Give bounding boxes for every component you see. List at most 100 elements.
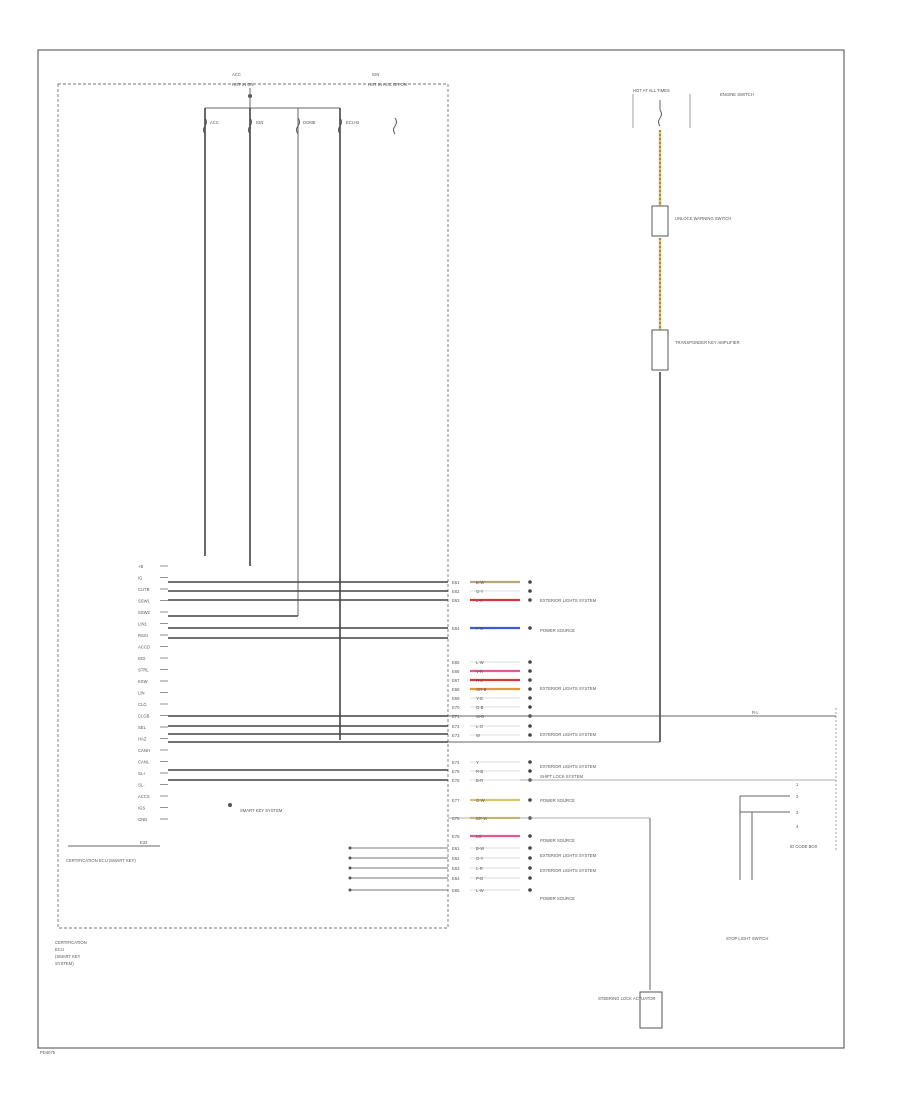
pin-label: CLGB: [138, 714, 150, 719]
rc-label-4: STOP LIGHT SWITCH: [726, 936, 768, 941]
rc-label-3: ID CODE BOX: [790, 844, 818, 849]
ecu-name-4: SYSTEM): [55, 961, 74, 966]
bc-label-0: STEERING LOCK ACTUATOR: [598, 996, 656, 1001]
wire-id: E69: [452, 696, 460, 701]
unlock-switch-box: [651, 205, 669, 237]
wire-dot: [528, 846, 532, 850]
wire-id: E73: [452, 733, 460, 738]
wire-id: E79: [452, 834, 460, 839]
idbox-pin-1: 1: [796, 782, 799, 787]
wire-color: L-O: [476, 724, 484, 729]
pin-label: CLG: [138, 702, 147, 707]
wire-dot: [528, 856, 532, 860]
pin-label: CUTB: [138, 587, 150, 592]
wire-id: E64: [452, 876, 460, 881]
center-note: SMART KEY SYSTEM: [240, 808, 283, 813]
destination-label: EXTERIOR LIGHTS SYSTEM: [540, 868, 597, 873]
destination-label: POWER SOURCE: [540, 838, 575, 843]
wire-id: E66: [452, 669, 460, 674]
wire-color: L-W: [476, 660, 484, 665]
wire-color: GR-B: [476, 687, 487, 692]
wire-id: E78: [452, 816, 460, 821]
wire-id: E63: [452, 866, 460, 871]
destination-label: POWER SOURCE: [540, 896, 575, 901]
pin-label: KSW: [138, 679, 148, 684]
rc-label-0: ENGINE SWITCH: [720, 92, 754, 97]
fuse-name-ign: IGN: [256, 120, 263, 125]
note-marker: [228, 803, 232, 807]
diagram-frame: [37, 49, 845, 1049]
wire-color: Y: [476, 760, 479, 765]
fuse-label-1: ACC: [232, 72, 241, 77]
rc-label-1: UNLOCK WARNING SWITCH: [675, 216, 731, 221]
wire-dot: [528, 687, 532, 691]
wire-dot: [528, 669, 532, 673]
steer-box: [639, 991, 663, 1029]
pin-label: CANH: [138, 748, 150, 753]
wire-color: L-R: [476, 598, 483, 603]
wire-dot: [528, 696, 532, 700]
pin-label: SSW1: [138, 599, 151, 604]
long-wire-tag: R-L: [752, 710, 759, 715]
wire-dot: [528, 678, 532, 682]
wire-color: G-Y: [476, 856, 484, 861]
wire-id: E70: [452, 705, 460, 710]
wire-dot: [528, 626, 532, 630]
rc-label-2: TRANSPONDER KEY AMPLIFIER: [675, 340, 740, 345]
wire-id: E64: [452, 626, 460, 631]
wire-color: W: [476, 733, 480, 738]
feed-dot: [348, 846, 352, 850]
pin-label: ACCS: [138, 794, 150, 799]
wire-id: E62: [452, 856, 460, 861]
wire-color: P-B: [476, 626, 483, 631]
destination-label: SHIFT LOCK SYSTEM: [540, 774, 583, 779]
wire-dot: [528, 866, 532, 870]
wire-color: R-L: [476, 678, 483, 683]
wire-dot: [528, 580, 532, 584]
feed-dot: [348, 866, 352, 870]
pin-label: ACCD: [138, 645, 150, 650]
fuse-name-ecub: ECU-B: [346, 120, 359, 125]
pin-label: LIN1: [138, 622, 148, 627]
wire-color: G-B: [476, 705, 484, 710]
destination-label: POWER SOURCE: [540, 798, 575, 803]
wire-id: E72: [452, 724, 460, 729]
wire-color: P-B: [476, 876, 483, 881]
wire-id: E76: [452, 778, 460, 783]
feed-dot: [348, 888, 352, 892]
pin-label: SL+: [138, 771, 146, 776]
idbox-pin-2: 2: [796, 794, 799, 799]
pin-label: STRL: [138, 668, 149, 673]
pin-label: SSW2: [138, 610, 151, 615]
wire-color: B-R: [476, 778, 483, 783]
destination-label: POWER SOURCE: [540, 628, 575, 633]
ecu-name-1: CERTIFICATION: [55, 940, 87, 945]
fuse-symbols: [203, 117, 397, 135]
pin-label-group: +BIGCUTBSSW1SSW2LIN1RSSIACCDIGDSTRLKSWLI…: [138, 564, 168, 822]
pin-label: IG: [138, 576, 142, 581]
ecu-dashed-box: [57, 83, 449, 929]
destination-label: EXTERIOR LIGHTS SYSTEM: [540, 853, 597, 858]
idbox-pin-3: 3: [796, 810, 799, 815]
pin-label: +B: [138, 564, 143, 569]
wire-color: V-R: [476, 669, 483, 674]
transponder-box: [651, 329, 669, 371]
wire-color: Y-G: [476, 696, 483, 701]
wire-dot: [528, 888, 532, 892]
wire-dot: [528, 724, 532, 728]
wire-id: E63: [452, 598, 460, 603]
connector-label: CERTIFICATION ECU (SMART KEY): [66, 858, 136, 863]
connector-ref: E32: [140, 840, 148, 845]
destination-label: EXTERIOR LIGHTS SYSTEM: [540, 598, 597, 603]
feed-dot: [348, 856, 352, 860]
wire-id: E61: [452, 846, 460, 851]
wire-id: E65: [452, 888, 460, 893]
wire-dot: [528, 834, 532, 838]
top-label-hot-acc: HOT IN ACC OR ON: [368, 82, 407, 87]
wire-dot: [528, 598, 532, 602]
pin-label: IGS: [138, 806, 145, 811]
footer-code: PD4075: [40, 1050, 56, 1055]
wire-dot: [528, 760, 532, 764]
